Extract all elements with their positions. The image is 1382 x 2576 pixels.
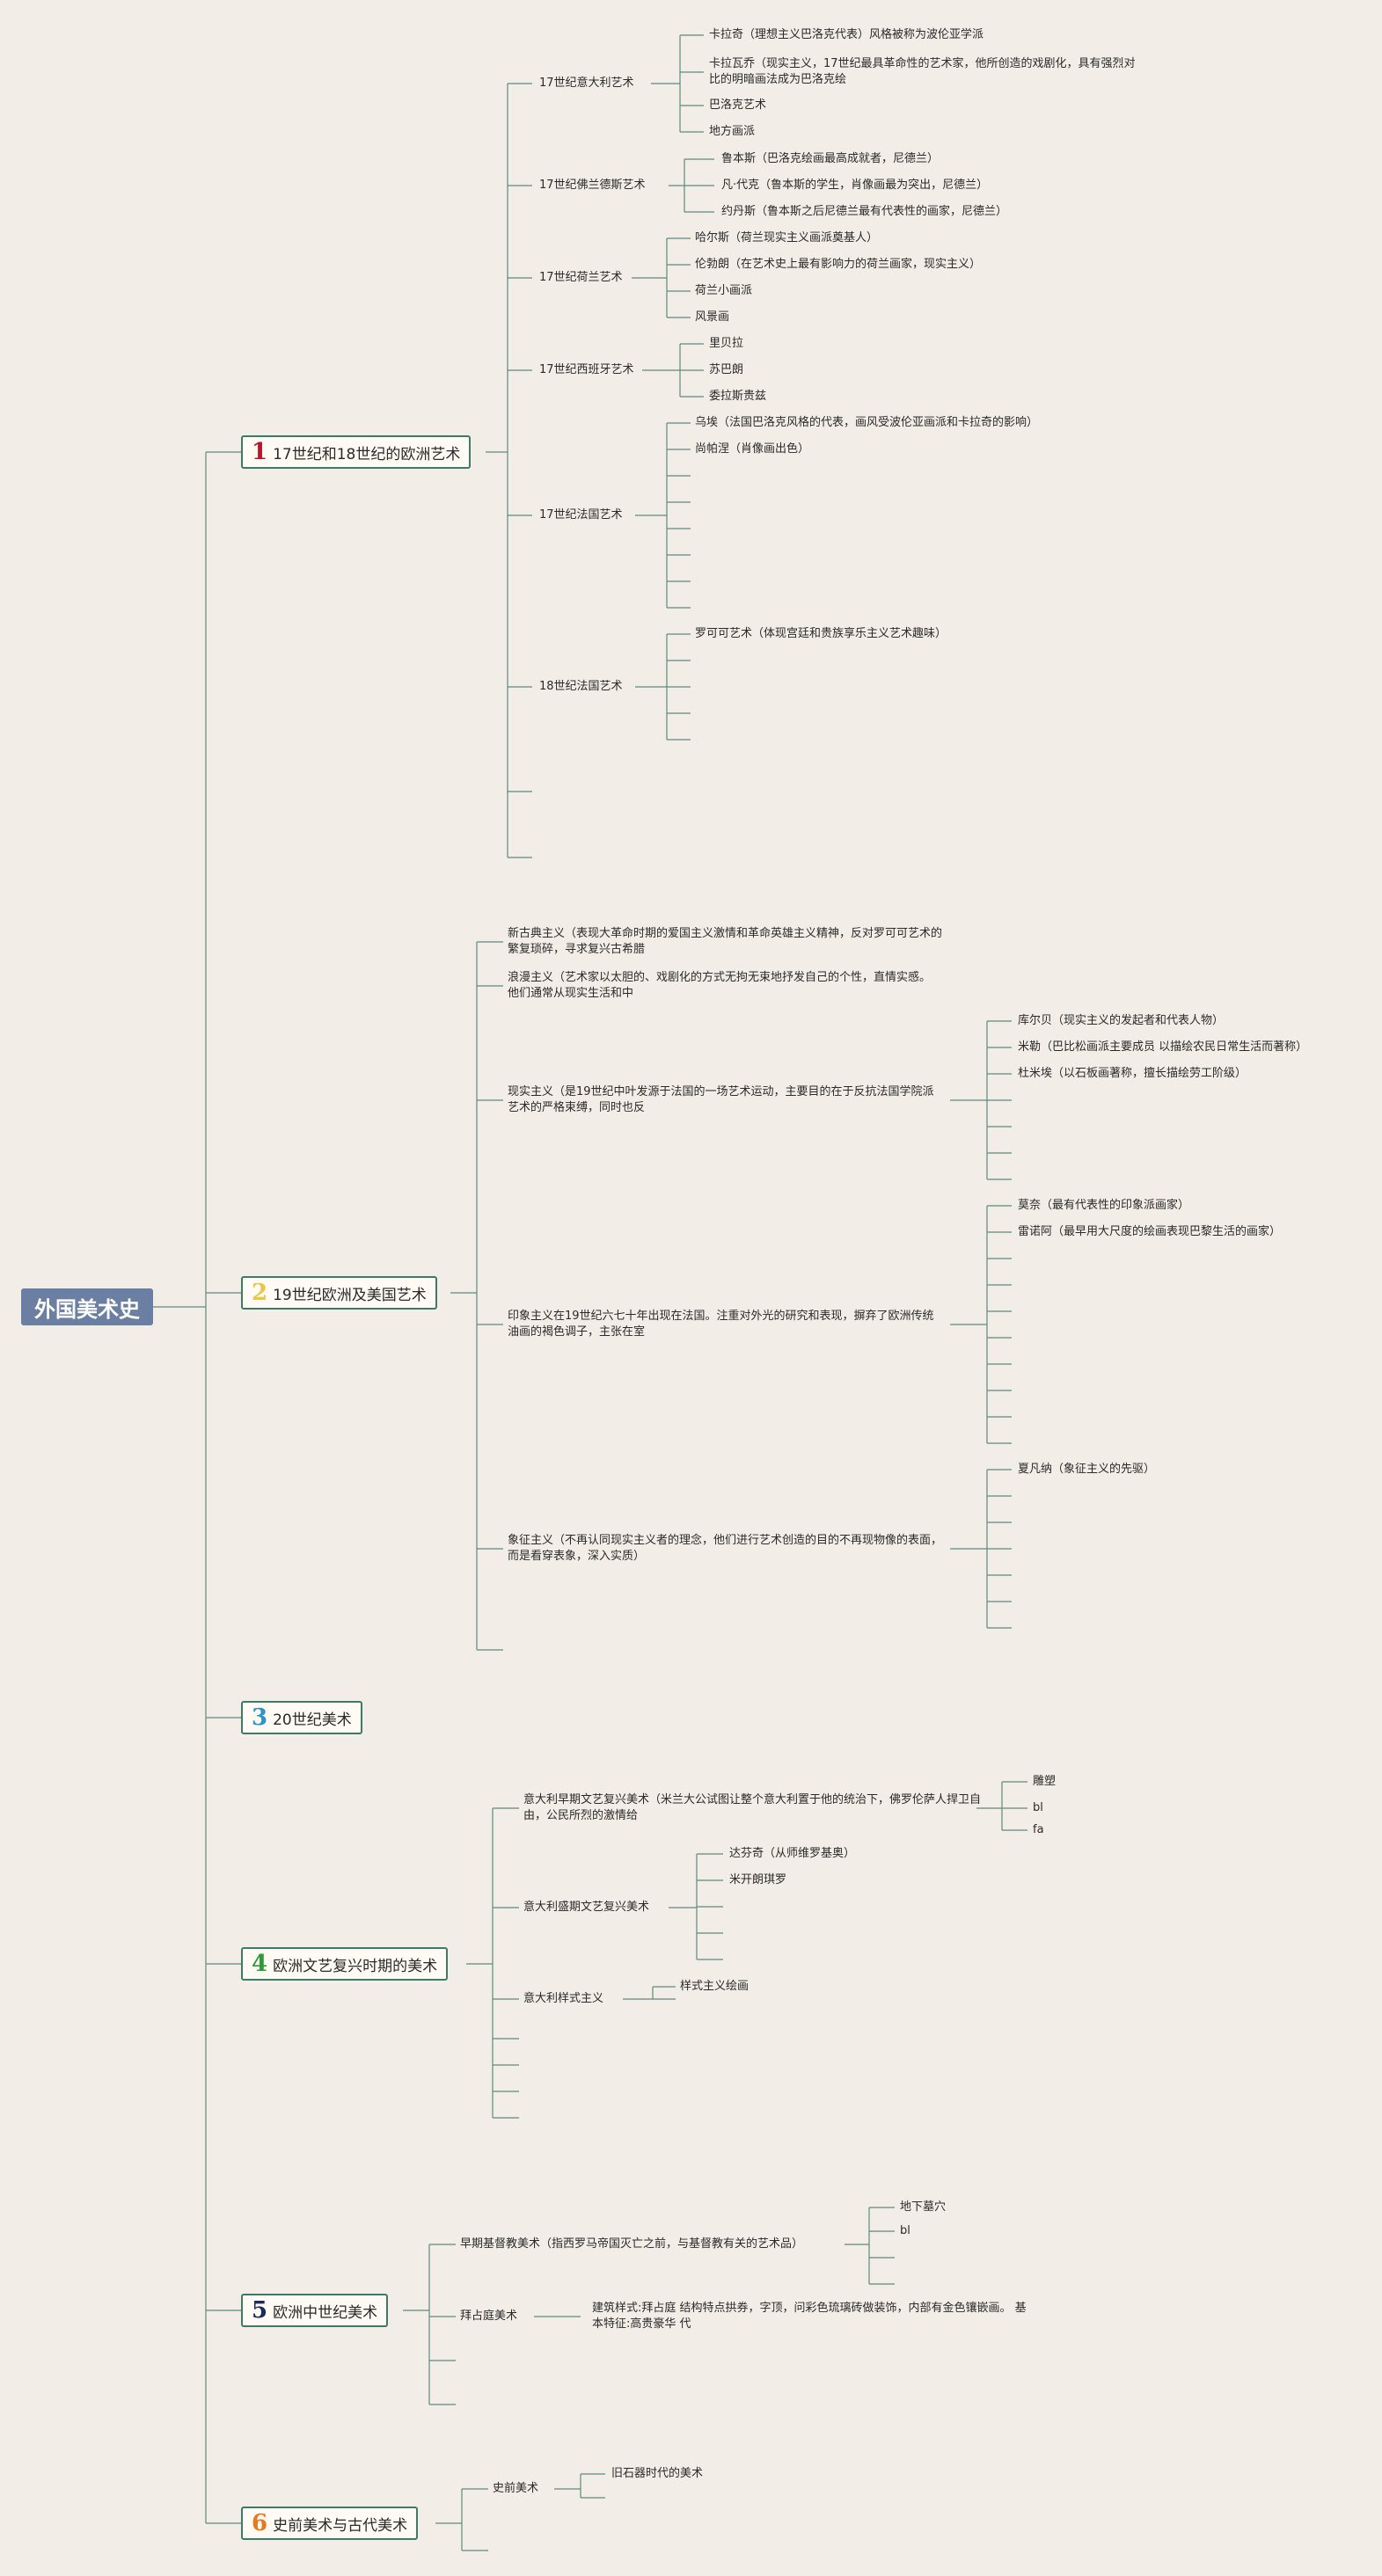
branch-4-label: 欧洲文艺复兴时期的美术 (273, 1957, 438, 1975)
leaf[interactable]: 尚帕涅（肖像画出色） (695, 442, 810, 456)
leaf[interactable]: 凡·代克（鲁本斯的学生，肖像画最为突出，尼德兰） (721, 179, 989, 192)
leaf[interactable]: 荷兰小画派 (695, 284, 753, 297)
topic-impressionism[interactable]: 印象主义在19世纪六七十年出现在法国。注重对外光的研究和表现，摒弃了欧洲传统油画… (508, 1310, 934, 1339)
leaf[interactable]: 样式主义绘画 (680, 1980, 749, 1993)
leaf[interactable]: 卡拉瓦乔（现实主义，17世纪最具革命性的艺术家，他所创造的戏剧化，具有强烈对比的… (709, 57, 1136, 86)
branch-2-label: 19世纪欧洲及美国艺术 (273, 1286, 427, 1304)
leaf[interactable]: 巴洛克艺术 (709, 99, 767, 112)
leaf[interactable]: 达芬奇（从师维罗基奥） (729, 1847, 856, 1860)
leaf[interactable]: 委拉斯贵兹 (709, 390, 767, 403)
leaf[interactable]: bl (1033, 1801, 1043, 1814)
leaf[interactable]: 伦勃朗（在艺术史上最有影响力的荷兰画家，现实主义） (695, 258, 982, 271)
branch-3-label: 20世纪美术 (273, 1711, 352, 1729)
leaf[interactable]: 莫奈（最有代表性的印象派画家） (1018, 1199, 1190, 1212)
branch-1-label: 17世纪和18世纪的欧洲艺术 (273, 445, 461, 463)
leaf[interactable]: bl (900, 2224, 910, 2237)
leaf[interactable]: 地方画派 (709, 125, 756, 138)
topic-early-christian[interactable]: 早期基督教美术（指西罗马帝国灭亡之前，与基督教有关的艺术品） (460, 2237, 804, 2251)
leaf[interactable]: 鲁本斯（巴洛克绘画最高成就者，尼德兰） (721, 152, 940, 165)
topic-symbolism[interactable]: 象征主义（不再认同现实主义者的理念，他们进行艺术创造的目的不再现物像的表面，而是… (508, 1534, 943, 1563)
leaf[interactable]: 夏凡纳（象征主义的先驱） (1018, 1463, 1156, 1476)
leaf[interactable]: 里贝拉 (709, 337, 744, 350)
leaf[interactable]: 杜米埃（以石板画著称，擅长描绘劳工阶级） (1018, 1067, 1247, 1080)
leaf[interactable]: 米勒（巴比松画派主要成员 以描绘农民日常生活而著称） (1018, 1040, 1308, 1054)
branch-5-number: 5 (252, 2297, 268, 2324)
leaf[interactable]: 卡拉奇（理想主义巴洛克代表）风格被称为波伦亚学派 (709, 28, 984, 41)
branch-2[interactable]: 2 19世纪欧洲及美国艺术 (241, 1276, 437, 1310)
topic-prehistoric[interactable]: 史前美术 (493, 2482, 539, 2495)
topic-early-renaissance[interactable]: 意大利早期文艺复兴美术（米兰大公试图让整个意大利置于他的统治下，佛罗伦萨人捍卫自… (523, 1793, 982, 1822)
topic-17c-italy[interactable]: 17世纪意大利艺术 (539, 77, 634, 90)
branch-2-number: 2 (252, 1280, 268, 1306)
leaf[interactable]: 旧石器时代的美术 (611, 2467, 704, 2480)
branch-4-number: 4 (252, 1951, 268, 1977)
topic-byzantine[interactable]: 拜占庭美术 (460, 2310, 518, 2323)
leaf[interactable]: 罗可可艺术（体现宫廷和贵族享乐主义艺术趣味） (695, 627, 947, 640)
leaf[interactable]: 建筑样式:拜占庭 结构特点拱券，字顶，问彩色琉璃砖做装饰，内部有金色镶嵌画。 基… (592, 2302, 1027, 2331)
branch-6-label: 史前美术与古代美术 (273, 2516, 408, 2535)
leaf[interactable]: 地下墓穴 (900, 2200, 947, 2214)
leaf[interactable]: 库尔贝（现实主义的发起者和代表人物） (1018, 1014, 1225, 1027)
topic-17c-france[interactable]: 17世纪法国艺术 (539, 508, 623, 522)
leaf[interactable]: 乌埃（法国巴洛克风格的代表，画风受波伦亚画派和卡拉奇的影响） (695, 416, 1039, 429)
branch-1-number: 1 (252, 439, 268, 465)
topic-17c-flanders[interactable]: 17世纪佛兰德斯艺术 (539, 179, 646, 192)
leaf[interactable]: 米开朗琪罗 (729, 1873, 787, 1886)
topic-17c-dutch[interactable]: 17世纪荷兰艺术 (539, 271, 623, 284)
branch-3-number: 3 (252, 1704, 268, 1731)
branch-6-number: 6 (252, 2510, 268, 2536)
branch-4[interactable]: 4 欧洲文艺复兴时期的美术 (241, 1947, 449, 1981)
topic-romanticism[interactable]: 浪漫主义（艺术家以太胆的、戏剧化的方式无拘无束地抒发自己的个性，直情实感。 他们… (508, 971, 932, 1000)
topic-mannerism[interactable]: 意大利样式主义 (523, 1992, 604, 2005)
branch-6[interactable]: 6 史前美术与古代美术 (241, 2507, 419, 2540)
branch-1[interactable]: 1 17世纪和18世纪的欧洲艺术 (241, 435, 472, 469)
topic-high-renaissance[interactable]: 意大利盛期文艺复兴美术 (523, 1901, 650, 1914)
branch-5[interactable]: 5 欧洲中世纪美术 (241, 2294, 389, 2327)
topic-realism[interactable]: 现实主义（是19世纪中叶发源于法国的一场艺术运动，主要目的在于反抗法国学院派艺术… (508, 1085, 934, 1114)
leaf[interactable]: 约丹斯（鲁本斯之后尼德兰最有代表性的画家，尼德兰） (721, 205, 1008, 218)
leaf[interactable]: 哈尔斯（荷兰现实主义画派奠基人） (695, 231, 879, 244)
topic-18c-france[interactable]: 18世纪法国艺术 (539, 680, 623, 693)
branch-3[interactable]: 3 20世纪美术 (241, 1701, 362, 1734)
topic-neoclassicism[interactable]: 新古典主义（表现大革命时期的爱国主义激情和革命英雄主义精神，反对罗可可艺术的繁复… (508, 927, 943, 956)
leaf[interactable]: 雷诺阿（最早用大尺度的绘画表现巴黎生活的画家） (1018, 1225, 1282, 1238)
leaf[interactable]: fa (1033, 1823, 1044, 1836)
leaf[interactable]: 苏巴朗 (709, 363, 744, 376)
branch-5-label: 欧洲中世纪美术 (273, 2303, 378, 2322)
root-node[interactable]: 外国美术史 (21, 1288, 153, 1325)
leaf[interactable]: 风景画 (695, 310, 730, 324)
topic-17c-spain[interactable]: 17世纪西班牙艺术 (539, 363, 634, 376)
leaf[interactable]: 雕塑 (1033, 1775, 1057, 1788)
